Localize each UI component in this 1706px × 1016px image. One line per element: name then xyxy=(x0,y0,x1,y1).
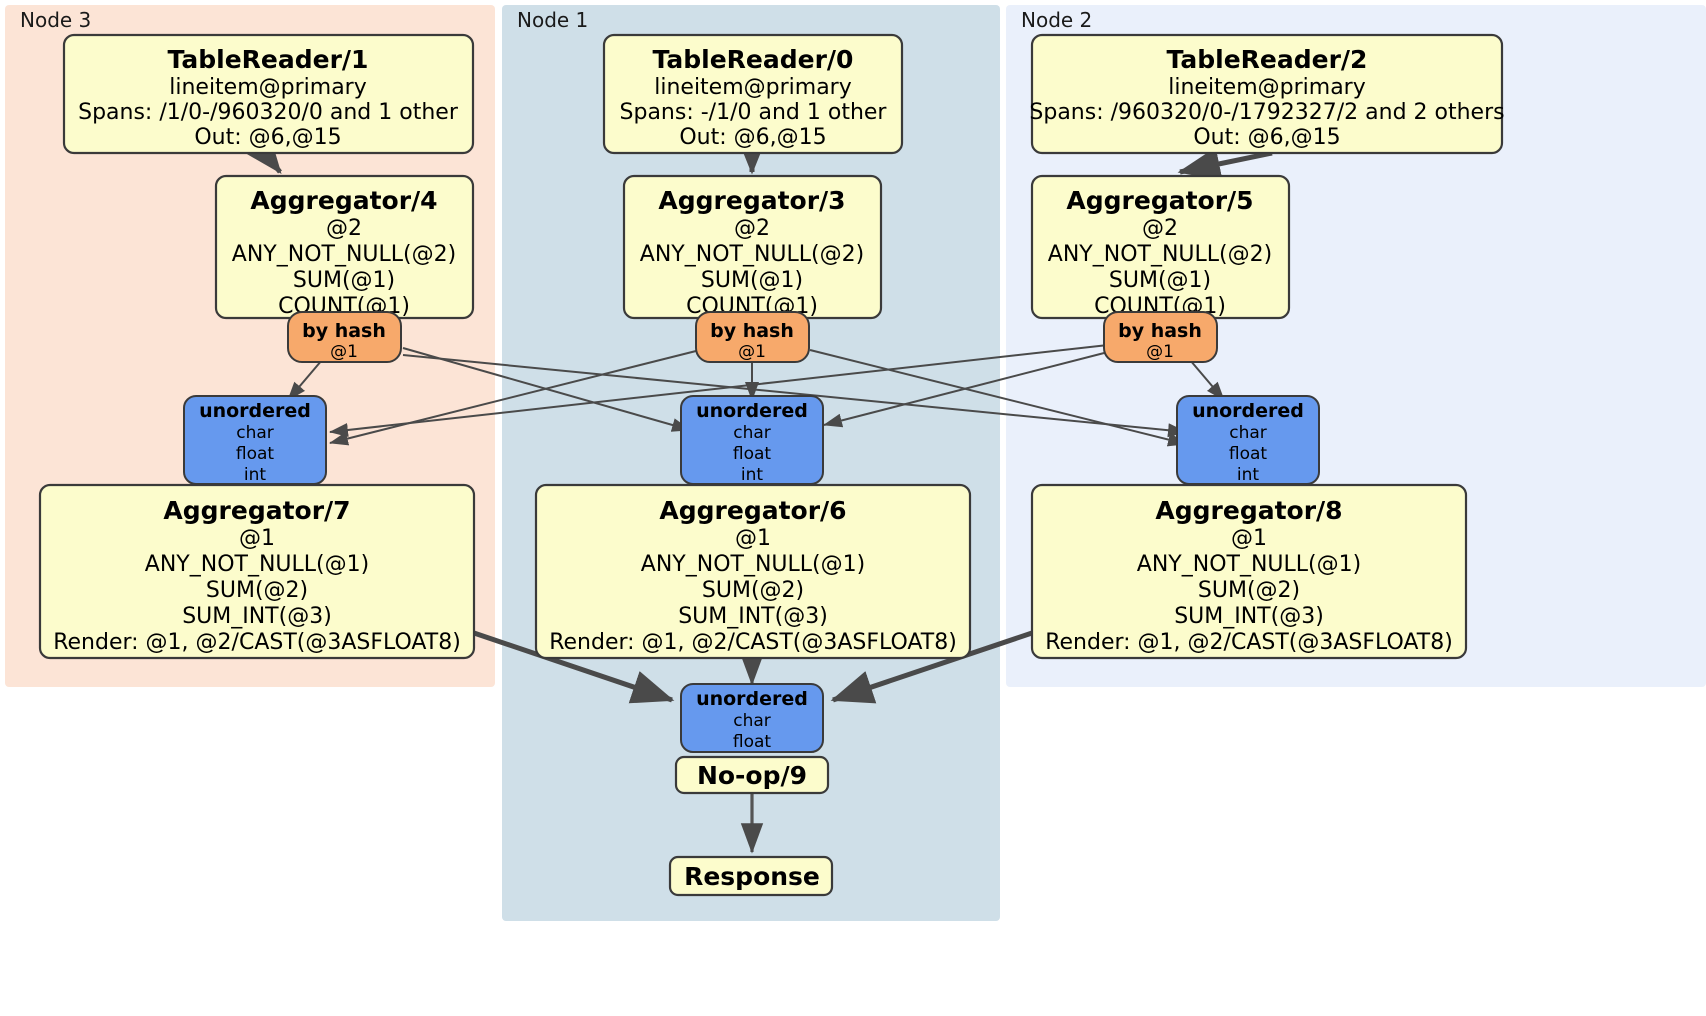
processor-aggregator8[interactable]: Aggregator/8 @1 ANY_NOT_NULL(@1) SUM(@2)… xyxy=(1030,483,1468,660)
processor-detail-line: @2 xyxy=(734,216,770,241)
processor-title: No-op/9 xyxy=(697,761,807,790)
processor-detail-line: SUM(@1) xyxy=(701,268,803,293)
input-sync-type: float xyxy=(1229,444,1268,464)
output-router-title: by hash xyxy=(302,320,386,342)
edge-hash-mid-to-unordered-right xyxy=(809,349,1187,447)
processor-detail-line: @1 xyxy=(239,526,275,551)
input-sync-type: float xyxy=(733,444,772,464)
input-sync-type: float xyxy=(733,732,772,752)
processor-title: TableReader/2 xyxy=(1167,45,1368,74)
output-router-title: by hash xyxy=(710,320,794,342)
input-sync-type: char xyxy=(733,711,771,731)
processor-detail-line: SUM_INT(@3) xyxy=(678,604,828,629)
processor-noop9[interactable]: No-op/9 xyxy=(674,755,830,795)
processor-detail-line: Spans: /1/0-/960320/0 and 1 other xyxy=(78,100,459,125)
processor-title: Aggregator/5 xyxy=(1066,186,1253,215)
input-sync-title: unordered xyxy=(696,688,808,710)
input-sync-title: unordered xyxy=(696,400,808,422)
processor-detail-line: ANY_NOT_NULL(@1) xyxy=(145,552,369,577)
processor-detail-line: @1 xyxy=(1231,526,1267,551)
processor-detail-line: @2 xyxy=(1142,216,1178,241)
edge-aggregator7-to-final-unordered xyxy=(473,630,675,704)
processor-title: Aggregator/6 xyxy=(659,496,846,525)
processor-detail-line: @2 xyxy=(326,216,362,241)
processor-aggregator6[interactable]: Aggregator/6 @1 ANY_NOT_NULL(@1) SUM(@2)… xyxy=(534,483,972,660)
output-router-byhash-mid[interactable]: by hash @1 xyxy=(695,311,810,363)
processor-aggregator4[interactable]: Aggregator/4 @2 ANY_NOT_NULL(@2) SUM(@1)… xyxy=(214,174,475,320)
output-router-title: by hash xyxy=(1118,320,1202,342)
node-panel-label-node3: Node 3 xyxy=(20,8,91,32)
node-panel-label-node1: Node 1 xyxy=(517,8,588,32)
processor-detail-line: Spans: -/1/0 and 1 other xyxy=(620,100,888,125)
edge-hash-right-to-unordered-mid xyxy=(823,351,1109,428)
processor-title: Response xyxy=(684,862,820,891)
input-sync-unordered-mid[interactable]: unordered char float int xyxy=(680,395,824,485)
processor-title: Aggregator/3 xyxy=(658,186,845,215)
processor-detail-line: ANY_NOT_NULL(@1) xyxy=(641,552,865,577)
edge-hash-right-to-unordered-right xyxy=(1189,359,1225,401)
edge-hash-left-to-unordered-right xyxy=(402,354,1187,438)
processor-tablereader1[interactable]: TableReader/1 lineitem@primary Spans: /1… xyxy=(62,33,475,155)
processor-detail-line: Out: @6,@15 xyxy=(194,125,341,150)
input-sync-unordered-right[interactable]: unordered char float int xyxy=(1176,395,1320,485)
edge-hash-mid-to-unordered-left xyxy=(329,349,701,446)
edge-hash-right-to-unordered-left xyxy=(329,344,1109,437)
processor-detail-line: @1 xyxy=(735,526,771,551)
processor-tablereader0[interactable]: TableReader/0 lineitem@primary Spans: -/… xyxy=(602,33,904,155)
input-sync-title: unordered xyxy=(199,400,311,422)
output-router-detail: @1 xyxy=(738,342,766,362)
output-router-detail: @1 xyxy=(1146,342,1174,362)
processor-detail-line: SUM(@2) xyxy=(702,578,804,603)
processor-aggregator3[interactable]: Aggregator/3 @2 ANY_NOT_NULL(@2) SUM(@1)… xyxy=(622,174,883,320)
edge-tablereader1-aggregator4 xyxy=(241,130,282,174)
edge-aggregator8-to-final-unordered xyxy=(830,630,1033,704)
output-router-byhash-right[interactable]: by hash @1 xyxy=(1103,311,1218,363)
input-sync-type: char xyxy=(1229,423,1267,443)
processor-detail-line: ANY_NOT_NULL(@1) xyxy=(1137,552,1361,577)
processor-aggregator7[interactable]: Aggregator/7 @1 ANY_NOT_NULL(@1) SUM(@2)… xyxy=(38,483,476,660)
processor-detail-line: SUM(@2) xyxy=(1198,578,1300,603)
edge-tablereader2-aggregator5 xyxy=(1177,147,1273,181)
output-router-detail: @1 xyxy=(330,342,358,362)
processor-title: TableReader/1 xyxy=(168,45,369,74)
node-panel-label-node2: Node 2 xyxy=(1021,8,1092,32)
processor-detail-line: SUM_INT(@3) xyxy=(182,604,332,629)
processor-detail-line: SUM(@1) xyxy=(1109,268,1211,293)
processor-detail-line: Render: @1, @2/CAST(@3ASFLOAT8) xyxy=(53,630,461,655)
processor-detail-line: Render: @1, @2/CAST(@3ASFLOAT8) xyxy=(1045,630,1453,655)
processor-detail-line: ANY_NOT_NULL(@2) xyxy=(640,242,864,267)
processor-title: Aggregator/7 xyxy=(163,496,350,525)
edge-hash-left-to-unordered-left xyxy=(287,359,323,401)
processor-title: Aggregator/8 xyxy=(1155,496,1342,525)
processor-detail-line: lineitem@primary xyxy=(169,75,367,100)
processor-aggregator5[interactable]: Aggregator/5 @2 ANY_NOT_NULL(@2) SUM(@1)… xyxy=(1030,174,1291,320)
processor-detail-line: lineitem@primary xyxy=(1168,75,1366,100)
processor-detail-line: SUM(@1) xyxy=(293,268,395,293)
input-sync-unordered-left[interactable]: unordered char float int xyxy=(183,395,327,485)
processor-detail-line: lineitem@primary xyxy=(654,75,852,100)
processor-detail-line: SUM_INT(@3) xyxy=(1174,604,1324,629)
processor-detail-line: Out: @6,@15 xyxy=(679,125,826,150)
processor-response[interactable]: Response xyxy=(668,855,834,897)
processor-detail-line: ANY_NOT_NULL(@2) xyxy=(1048,242,1272,267)
input-sync-type: char xyxy=(733,423,771,443)
processor-detail-line: SUM(@2) xyxy=(206,578,308,603)
input-sync-type: char xyxy=(236,423,274,443)
processor-detail-line: ANY_NOT_NULL(@2) xyxy=(232,242,456,267)
processor-detail-line: Render: @1, @2/CAST(@3ASFLOAT8) xyxy=(549,630,957,655)
processor-detail-line: Spans: /960320/0-/1792327/2 and 2 others xyxy=(1029,100,1504,125)
input-sync-unordered-final[interactable]: unordered char float xyxy=(680,683,824,753)
output-router-byhash-left[interactable]: by hash @1 xyxy=(287,311,402,363)
input-sync-type: float xyxy=(236,444,275,464)
processor-title: Aggregator/4 xyxy=(250,186,437,215)
processor-detail-line: Out: @6,@15 xyxy=(1193,125,1340,150)
input-sync-type: int xyxy=(1237,465,1259,485)
input-sync-type: int xyxy=(244,465,266,485)
input-sync-type: int xyxy=(741,465,763,485)
input-sync-title: unordered xyxy=(1192,400,1304,422)
processor-title: TableReader/0 xyxy=(653,45,854,74)
processor-tablereader2[interactable]: TableReader/2 lineitem@primary Spans: /9… xyxy=(1029,33,1505,155)
